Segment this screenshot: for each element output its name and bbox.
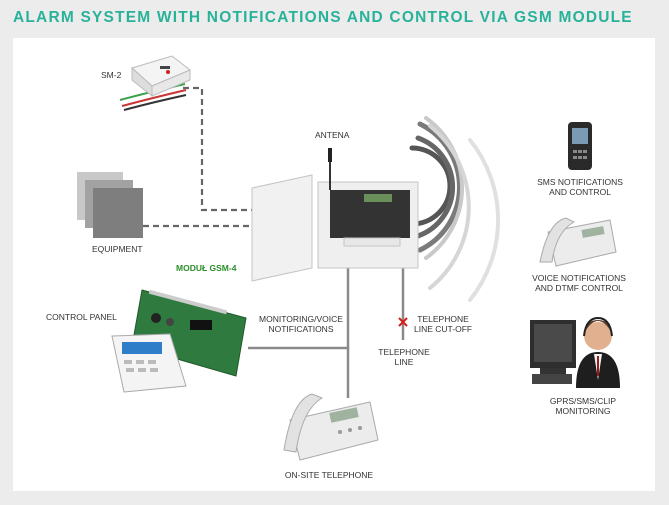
desk-phone-icon: [283, 393, 379, 461]
antenna-label: ANTENA: [315, 130, 350, 140]
gprs-label-line1: GPRS/SMS/CLIP: [549, 396, 617, 406]
motion-sensor-icon: [119, 55, 191, 111]
page-title: ALARM SYSTEM WITH NOTIFICATIONS AND CONT…: [13, 9, 633, 26]
voice-label-line1: VOICE NOTIFICATIONS: [532, 273, 626, 283]
connection-lines: [143, 86, 405, 398]
computer-operator-icon: [530, 316, 620, 388]
equipment-label: EQUIPMENT: [92, 244, 143, 254]
cutoff-label: TELEPHONE LINE CUT-OFF: [414, 314, 472, 334]
sms-label: SMS NOTIFICATIONS AND CONTROL: [530, 177, 630, 197]
equipment-icon: [77, 172, 143, 238]
cutoff-label-line2: LINE CUT-OFF: [414, 324, 473, 334]
telephone-line-label-line2: LINE: [394, 357, 414, 367]
keypad-icon: [111, 333, 187, 393]
control-panel-label: CONTROL PANEL: [46, 312, 117, 322]
telephone-line-label-line1: TELEPHONE: [378, 347, 430, 357]
cutoff-label-line1: TELEPHONE: [417, 314, 469, 324]
gprs-label-line2: MONITORING: [555, 406, 611, 416]
gprs-label: GPRS/SMS/CLIP MONITORING: [536, 396, 630, 416]
sm2-label: SM-2: [101, 70, 122, 80]
signal-waves-icon: [409, 116, 500, 302]
module-label: MODUŁ GSM-4: [176, 263, 237, 273]
voice-label-line2: AND DTMF CONTROL: [535, 283, 623, 293]
onsite-telephone-label: ON-SITE TELEPHONE: [284, 470, 374, 480]
monitoring-label: MONITORING/VOICE NOTIFICATIONS: [256, 314, 346, 334]
sms-label-line1: SMS NOTIFICATIONS: [537, 177, 623, 187]
gsm-module-icon: [251, 148, 419, 282]
control-panel-icon: [131, 289, 247, 377]
cutoff-mark-icon: [398, 317, 408, 327]
desk-phone-icon: [539, 217, 617, 267]
monitoring-label-line2: NOTIFICATIONS: [268, 324, 334, 334]
voice-label: VOICE NOTIFICATIONS AND DTMF CONTROL: [522, 273, 636, 293]
telephone-line-label: TELEPHONE LINE: [376, 347, 432, 367]
sms-label-line2: AND CONTROL: [549, 187, 611, 197]
mobile-phone-icon: [568, 122, 592, 170]
monitoring-label-line1: MONITORING/VOICE: [259, 314, 343, 324]
